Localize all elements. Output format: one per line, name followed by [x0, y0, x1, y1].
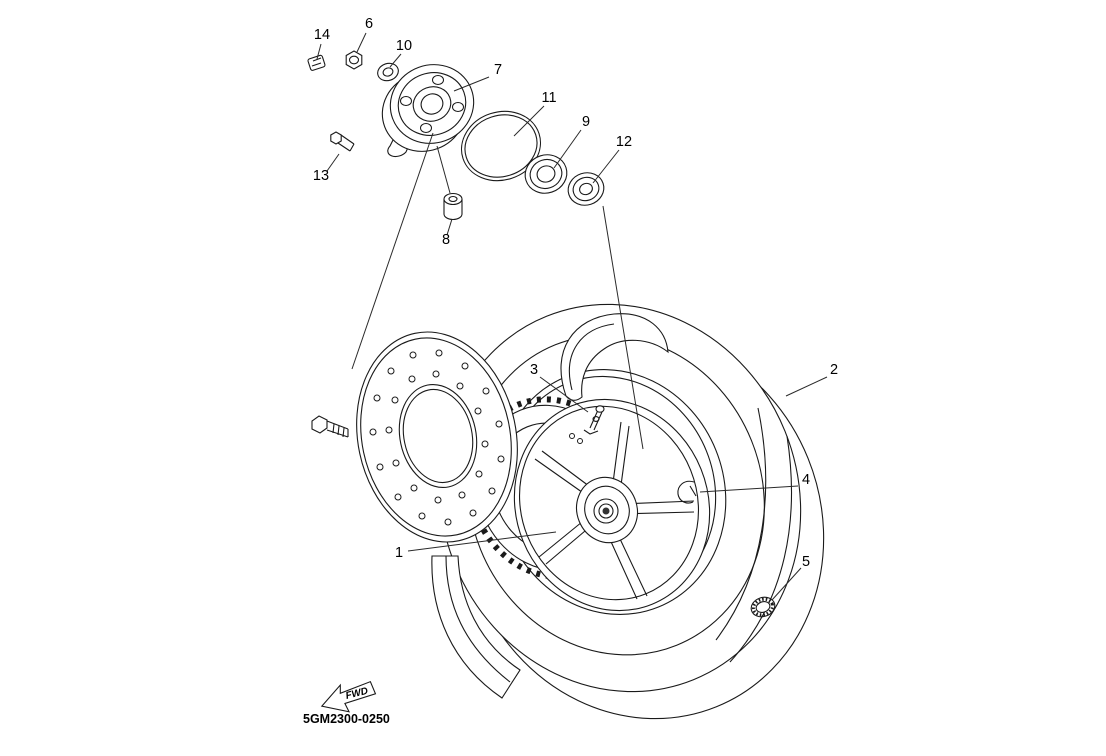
tire-cross-section [560, 313, 669, 401]
diagram-code: 5GM2300-0250 [303, 712, 390, 726]
axle-center [602, 507, 610, 515]
o-ring [460, 110, 542, 182]
valve-stem [569, 405, 605, 444]
axle-nut [345, 50, 363, 70]
part-label-12: 12 [616, 134, 632, 150]
part-label-6: 6 [365, 16, 373, 32]
part-label-10: 10 [396, 38, 412, 54]
leader-lines [316, 32, 828, 601]
part-label-8: 8 [442, 232, 450, 248]
disc-vent-holes [369, 349, 505, 526]
fwd-label: FWD [345, 686, 370, 702]
part-label-13: 13 [313, 168, 329, 184]
part-label-14: 14 [314, 27, 330, 43]
bearing [524, 154, 568, 194]
part-labels: 1 2 3 4 5 6 7 8 9 10 11 12 13 14 [313, 16, 838, 570]
part-label-7: 7 [494, 62, 502, 78]
part-label-4: 4 [802, 472, 810, 488]
part-label-1: 1 [395, 545, 403, 561]
cast-wheel [513, 398, 711, 612]
brake-disc [356, 331, 518, 543]
collar-spacer [443, 192, 463, 221]
disc-bolt [311, 415, 349, 438]
part-label-9: 9 [582, 114, 590, 130]
part-label-5: 5 [802, 554, 810, 570]
part-label-3: 3 [530, 362, 538, 378]
part-label-11: 11 [541, 90, 556, 106]
washer [377, 62, 399, 82]
oil-seal [567, 172, 605, 206]
hub-coupling [381, 64, 475, 158]
rim-cutaway-band [431, 555, 521, 699]
fwd-arrow: FWD [320, 680, 377, 713]
flange-bolt [330, 131, 355, 152]
part-label-2: 2 [830, 362, 838, 378]
retainer-clip [677, 480, 697, 504]
grommet-ring [750, 596, 776, 618]
clip-plate [307, 54, 326, 71]
